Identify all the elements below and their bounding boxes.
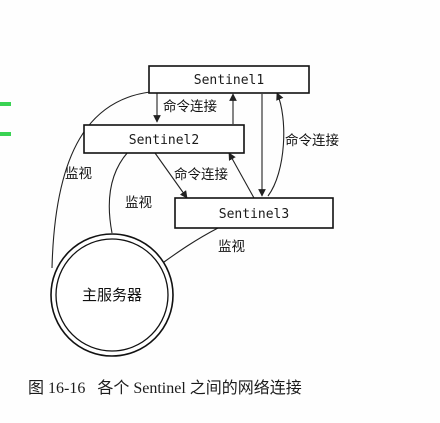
edge-monitor-s2-master bbox=[108, 151, 129, 234]
edge-cmd-s3-to-s2 bbox=[228, 152, 255, 199]
master-server-node: 主服务器 bbox=[50, 233, 174, 357]
edge-cmd-s2-to-s3 bbox=[154, 152, 188, 199]
master-server-label: 主服务器 bbox=[82, 286, 142, 304]
margin-marker-top bbox=[0, 102, 11, 106]
figure-caption: 图 16-16 各个 Sentinel 之间的网络连接 bbox=[28, 380, 302, 397]
label-cmd-s2-s3: 命令连接 bbox=[174, 166, 228, 183]
sentinel1-node: Sentinel1 bbox=[148, 65, 310, 94]
label-monitor-s3: 监视 bbox=[218, 239, 245, 255]
edge-monitor-s3-master bbox=[163, 227, 219, 263]
label-monitor-s1: 监视 bbox=[65, 166, 92, 182]
margin-marker-bottom bbox=[0, 132, 11, 136]
sentinel3-node: Sentinel3 bbox=[174, 197, 334, 229]
sentinel2-node: Sentinel2 bbox=[83, 124, 245, 154]
edge-monitor-s1-master bbox=[51, 91, 151, 269]
label-cmd-s1-s2: 命令连接 bbox=[163, 98, 217, 115]
sentinel3-label: Sentinel3 bbox=[219, 207, 289, 222]
sentinel1-label: Sentinel1 bbox=[194, 73, 264, 88]
edge-cmd-s3-to-s1 bbox=[267, 92, 285, 197]
sentinel2-label: Sentinel2 bbox=[129, 133, 199, 148]
label-monitor-s2: 监视 bbox=[125, 195, 152, 211]
sentinel-network-diagram: 主服务器 Sentinel1 Sentinel2 Sentinel3 命令连接 … bbox=[50, 65, 339, 357]
label-cmd-s1-s3: 命令连接 bbox=[285, 132, 339, 149]
